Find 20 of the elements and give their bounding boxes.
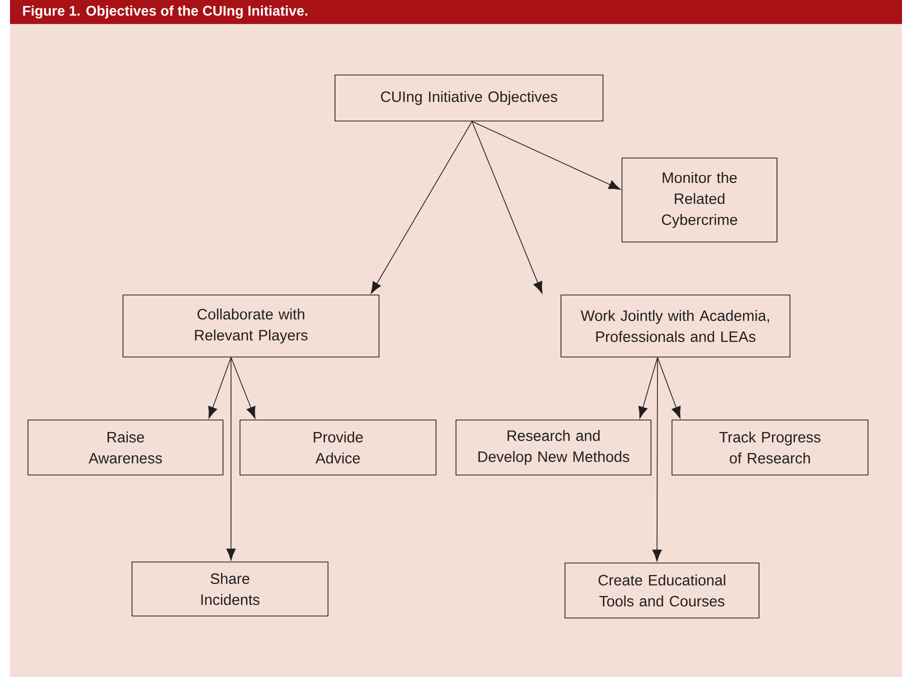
arrow <box>370 121 472 294</box>
objective-box: Create Educational Tools and Courses <box>564 562 760 618</box>
arrow <box>208 357 232 418</box>
objective-box: Provide Advice <box>240 420 436 476</box>
arrow <box>472 121 621 190</box>
objective-box: Research and Develop New Methods <box>456 420 652 476</box>
objective-box: Monitor the Related Cybercrime <box>622 158 778 242</box>
objective-box: Raise Awareness <box>28 420 224 476</box>
arrow <box>226 357 236 560</box>
arrow <box>638 357 658 418</box>
arrow <box>230 357 256 418</box>
title-bar: Figure 1. Objectives of the CUIng Initiative. <box>10 0 902 24</box>
objective-box: Work Jointly with Academia, Professionals and LEAs <box>560 294 790 358</box>
objective-box: Share Incidents <box>132 562 328 616</box>
arrow <box>657 357 681 418</box>
arrow <box>652 357 662 562</box>
objective-box: Collaborate with Relevant Players <box>122 294 380 358</box>
objective-box: CUIng Initiative Objectives <box>334 74 604 122</box>
arrow <box>472 121 542 294</box>
objective-box: Track Progress of Research <box>672 420 868 476</box>
